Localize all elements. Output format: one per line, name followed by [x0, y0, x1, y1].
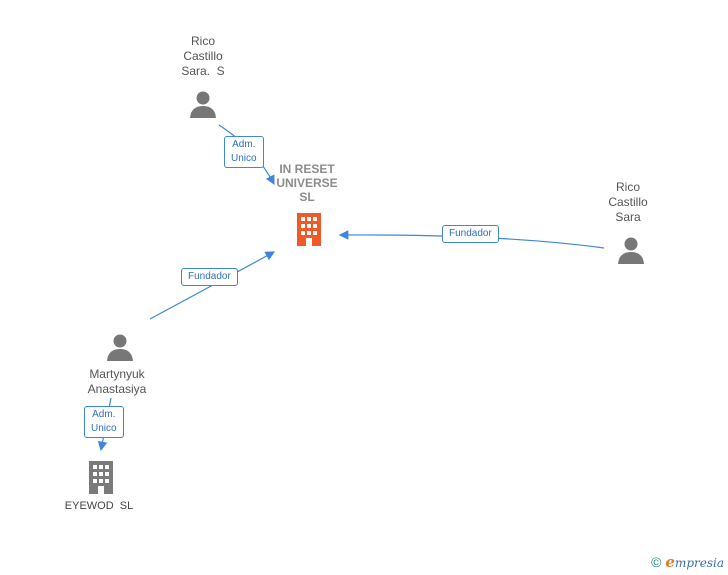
edge-label-fundador[interactable]: Fundador [181, 268, 238, 286]
person-icon[interactable] [616, 235, 646, 265]
edge-label-fundador[interactable]: Fundador [442, 225, 499, 243]
brand-logo[interactable]: © empresia [651, 553, 724, 571]
person-icon[interactable] [188, 89, 218, 119]
node-label-martynyuk: Martynyuk Anastasiya [87, 367, 147, 396]
node-label-rico-sara-s: Rico Castillo Sara. S [181, 34, 225, 78]
copyright-icon: © [651, 554, 662, 570]
building-icon[interactable] [293, 212, 325, 246]
node-label-eyewod: EYEWOD SL [64, 500, 134, 512]
node-label-in-reset: IN RESET UNIVERSE SL [276, 162, 338, 204]
building-icon[interactable] [85, 460, 117, 494]
person-icon[interactable] [105, 332, 135, 362]
node-label-rico-sara: Rico Castillo Sara [608, 180, 648, 224]
brand-name: empresia [665, 553, 724, 571]
edge-label-adm-unico[interactable]: Adm. Unico [224, 136, 264, 168]
edge-label-adm-unico[interactable]: Adm. Unico [84, 406, 124, 438]
